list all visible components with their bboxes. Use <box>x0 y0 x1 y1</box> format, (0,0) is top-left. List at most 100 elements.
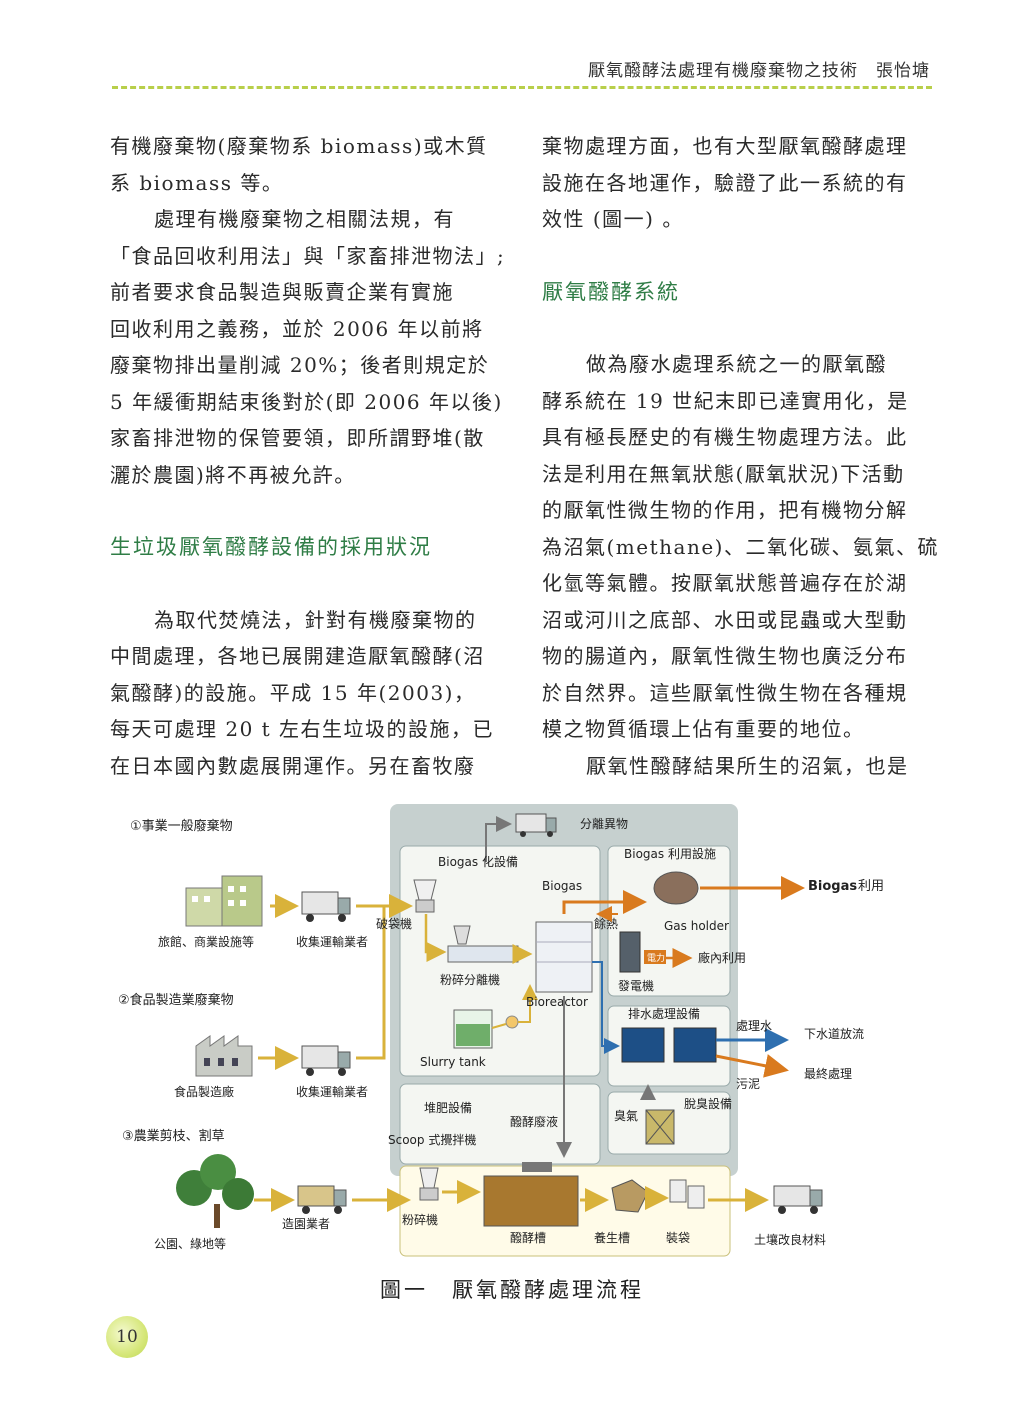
flow-label: 廠內利用 <box>698 950 746 965</box>
text-line: 效性 (圖一) 。 <box>542 207 684 231</box>
equipment-label: 養生槽 <box>594 1230 630 1245</box>
output-label: 土壤改良材料 <box>754 1232 826 1247</box>
flow-arrow <box>491 1023 507 1029</box>
tank-icon <box>621 1027 665 1063</box>
flow-label: Biogas <box>808 879 857 894</box>
text-line: 系 biomass 等。 <box>110 170 284 195</box>
equipment-label: Slurry tank <box>420 1055 486 1069</box>
gas-holder-icon <box>653 871 699 905</box>
agitator-icon <box>522 1162 552 1172</box>
unit-label: Biogas 化設備 <box>438 854 518 869</box>
curing-tank-icon <box>611 1179 649 1213</box>
power-badge <box>644 950 666 964</box>
text-line: 的厭氧性微生物的作用，把有機物分解 <box>542 498 908 522</box>
equipment-label: Bioreactor <box>526 995 588 1009</box>
equipment-label: 粉碎機 <box>402 1212 438 1227</box>
process-flow-figure: ①事業一般廢棄物 ②食品製造業廢棄物 ③農業剪枝、割草 旅館、商業設施等 收集運… <box>118 796 938 1266</box>
unit-label: 堆肥設備 <box>424 1100 472 1115</box>
text-line: 設施在各地運作，驗證了此一系統的有 <box>542 170 908 195</box>
collector-label: 造園業者 <box>282 1217 330 1231</box>
flow-arrow <box>424 914 447 962</box>
text-line: 在日本國內數處展開運作。另在畜牧廢 <box>110 753 476 778</box>
text-line: 「食品回收利用法」與「家畜排泄物法」; <box>110 243 506 268</box>
flow-label: 處理水 <box>736 1019 772 1033</box>
deodor-icon <box>645 1109 675 1145</box>
equipment-label: 發電機 <box>618 978 654 993</box>
hopper-icon <box>453 925 471 945</box>
text-line: 棄物處理方面，也有大型厭氧醱酵處理 <box>542 134 908 158</box>
fermentation-tank-icon <box>483 1175 579 1227</box>
flow-arrow <box>592 961 620 1054</box>
text-line: 做為廢水處理系統之一的厭氧醱 <box>586 352 887 376</box>
truck-icon <box>301 1045 351 1076</box>
figure-caption: 圖一 厭氧醱酵處理流程 <box>380 1278 644 1302</box>
source-label: 旅館、商業設施等 <box>158 934 254 949</box>
equipment-label: 裝袋 <box>666 1231 690 1245</box>
text-line: 廢棄物排出量削減 20%；後者則規定於 <box>110 353 490 377</box>
flow-arrow <box>715 1054 789 1078</box>
flow-label: Biogas <box>542 879 582 893</box>
slurry-icon <box>456 1024 490 1046</box>
pump-icon <box>505 1015 519 1029</box>
text-line: 於自然界。這些厭氧性微生物在各種規 <box>542 680 908 705</box>
text-line: 處理有機廢棄物之相關法規，有 <box>154 207 455 231</box>
unit-label: Biogas 利用設施 <box>624 846 716 861</box>
power-label: 電力 <box>647 952 665 964</box>
section-heading: 厭氧醱酵系統 <box>542 279 680 304</box>
text-line: 模之物質循環上佔有重要的地位。 <box>542 717 865 741</box>
spacer <box>110 566 510 602</box>
equipment-label: Gas holder <box>664 919 729 933</box>
text-line: 化氫等氣體。按厭氧狀態普遍存在於湖 <box>542 571 908 595</box>
equipment-label: 脫臭設備 <box>684 1096 732 1111</box>
flow-arrow <box>562 890 647 914</box>
text-line: 氣醱酵)的設施。平成 15 年(2003)， <box>110 680 476 705</box>
factory-icon <box>195 1035 253 1077</box>
flow-label: 臭氣 <box>614 1108 638 1123</box>
flow-arrow <box>518 984 538 1023</box>
text-line: 每天可處理 20 t 左右生垃圾的設施，已 <box>110 717 495 741</box>
running-title: 厭氧醱酵法處理有機廢棄物之技術 張怡塘 <box>588 61 930 81</box>
flow-label: 污泥 <box>736 1077 760 1091</box>
left-column: 有機廢棄物(廢棄物系 biomass)或木質 系 biomass 等。 處理有機… <box>110 128 510 784</box>
compost-box <box>399 1083 601 1165</box>
flow-label: 醱酵廢液 <box>510 1114 558 1129</box>
text-line: 中間處理，各地已展開建造厭氧醱酵(沼 <box>110 644 485 668</box>
section-label: ②食品製造業廢棄物 <box>118 992 234 1008</box>
pulverizer-icon <box>447 945 519 963</box>
text-line: 家畜排泄物的保管要領，即所謂野堆(散 <box>110 426 485 450</box>
page-number: 10 <box>106 1316 148 1358</box>
equipment-label: 粉碎分離機 <box>440 972 500 987</box>
flow-arrow <box>485 816 512 862</box>
collector-label: 收集運輸業者 <box>296 1084 368 1099</box>
text-line: 沼或河川之底部、水田或昆蟲或大型動 <box>542 607 908 632</box>
header-divider <box>112 86 932 89</box>
flow-arrow <box>356 906 386 1060</box>
source-label: 食品製造廠 <box>174 1084 234 1099</box>
truck-icon <box>301 891 351 922</box>
pulverizer-icon <box>419 1187 439 1201</box>
text-line: 回收利用之義務，並於 2006 年以前將 <box>110 316 484 341</box>
bag-icon <box>669 1179 687 1203</box>
flow-label: 餘熱 <box>594 916 618 931</box>
section-heading: 生垃圾厭氧醱酵設備的採用狀況 <box>110 535 432 559</box>
equipment-label: 破袋機 <box>376 916 412 931</box>
truck-icon <box>773 1185 823 1214</box>
collector-label: 收集運輸業者 <box>296 934 368 949</box>
text-line: 前者要求食品製造與販賣企業有實施 <box>110 280 454 304</box>
text-line: 為取代焚燒法，針對有機廢棄物的 <box>154 607 477 632</box>
right-column: 棄物處理方面，也有大型厭氧醱酵處理 設施在各地運作，驗證了此一系統的有 效性 (… <box>542 128 940 784</box>
source-label: 公園、綠地等 <box>154 1237 226 1251</box>
tank-icon <box>673 1027 717 1063</box>
equipment-label: 醱酵槽 <box>510 1231 546 1245</box>
text-line: 灑於農園)將不再被允許。 <box>110 462 356 487</box>
spacer <box>542 238 940 274</box>
text-line: 有機廢棄物(廢棄物系 biomass)或木質 <box>110 134 488 158</box>
section-label: ①事業一般廢棄物 <box>130 818 233 834</box>
truck-icon <box>515 813 557 837</box>
text-line: 具有極長歷史的有機生物處理方法。此 <box>542 425 908 449</box>
truck-icon <box>297 1185 347 1214</box>
unit-label: 排水處理設備 <box>628 1006 700 1021</box>
flow-label: 分離異物 <box>580 817 628 831</box>
tree-icon <box>176 1154 254 1228</box>
text-line: 厭氧性醱酵結果所生的沼氣，也是 <box>586 753 909 778</box>
